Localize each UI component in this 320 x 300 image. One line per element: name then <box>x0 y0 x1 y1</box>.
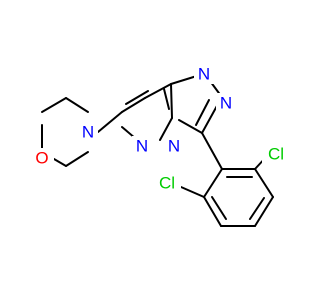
bond <box>121 97 146 113</box>
nitrogen-label-pyridazine: N <box>136 137 148 156</box>
bond <box>249 197 265 220</box>
chlorine-label-left: Cl <box>159 174 175 193</box>
molecule-structure: O N N N N N Cl Cl <box>30 64 290 227</box>
bond <box>65 151 89 167</box>
bond <box>203 196 222 227</box>
nitrogen-label-bridge: N <box>168 137 180 156</box>
bond <box>180 186 205 198</box>
bond <box>254 196 274 227</box>
atom-labels: O N N N N N Cl Cl <box>30 64 290 193</box>
bond <box>201 132 223 170</box>
bond <box>211 196 227 220</box>
bonds <box>41 69 274 227</box>
bond <box>65 97 89 113</box>
bond <box>170 83 173 119</box>
chlorine-label-top: Cl <box>268 145 284 164</box>
bond <box>178 119 203 134</box>
oxygen-label: O <box>35 149 48 168</box>
bond <box>97 111 123 133</box>
bond <box>254 168 274 198</box>
bond <box>201 103 219 134</box>
bond <box>125 90 149 105</box>
bond <box>144 83 172 99</box>
bond <box>163 88 170 110</box>
bond <box>159 117 173 141</box>
bond <box>195 99 210 126</box>
nitrogen-label-triazole-right: N <box>220 94 232 113</box>
bond <box>203 168 223 198</box>
nitrogen-label-triazole-top: N <box>198 65 210 84</box>
bond <box>41 97 67 113</box>
nitrogen-label-morpholine: N <box>82 123 94 142</box>
